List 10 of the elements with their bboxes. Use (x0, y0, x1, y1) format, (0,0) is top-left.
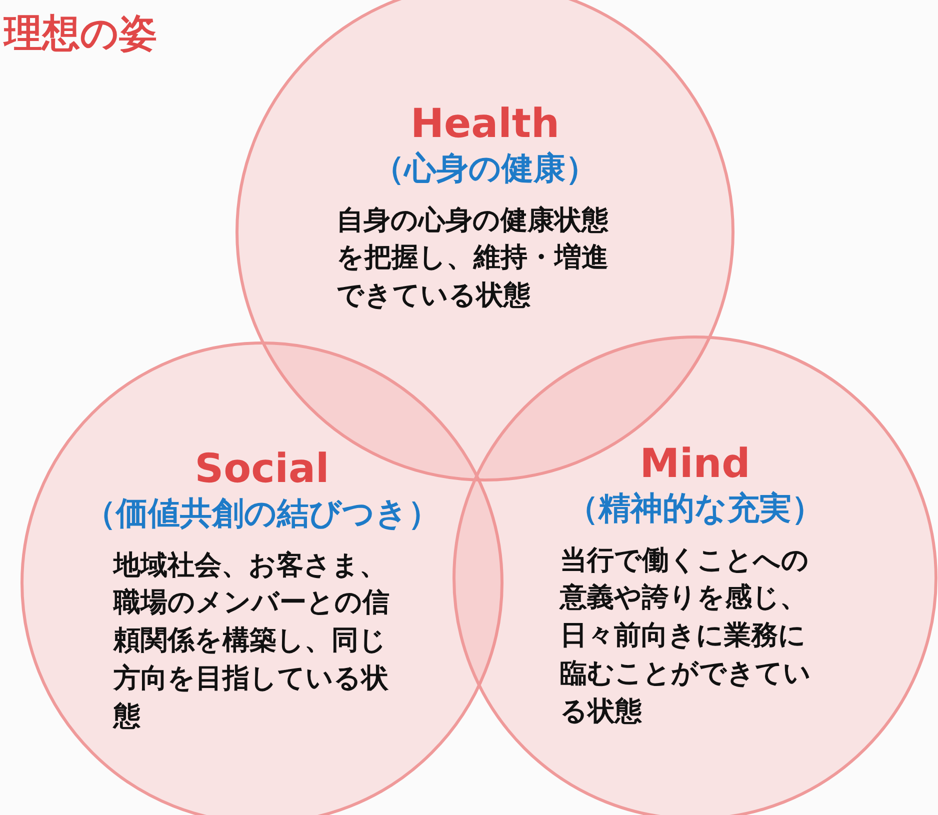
circle-heading: Mind (640, 440, 750, 488)
page-title: 理想の姿 (4, 10, 157, 57)
circle-description: 当行で働くことへの意義や誇りを感じ、日々前向きに業務に臨むことができている状態 (560, 544, 812, 729)
circle-subtitle: （精神的な充実） (566, 488, 824, 529)
circle-description: 地域社会、お客さま、職場のメンバーとの信頼関係を構築し、同じ方向を目指している状態 (114, 548, 390, 734)
circle-heading: Social (194, 445, 330, 493)
circle-subtitle: （価値共創の結びつき） (84, 493, 440, 534)
circle-heading: Health (410, 100, 560, 148)
circle-description: 自身の心身の健康状態を把握し、維持・増進できている状態 (336, 204, 610, 314)
circle-subtitle: （心身の健康） (372, 148, 598, 189)
